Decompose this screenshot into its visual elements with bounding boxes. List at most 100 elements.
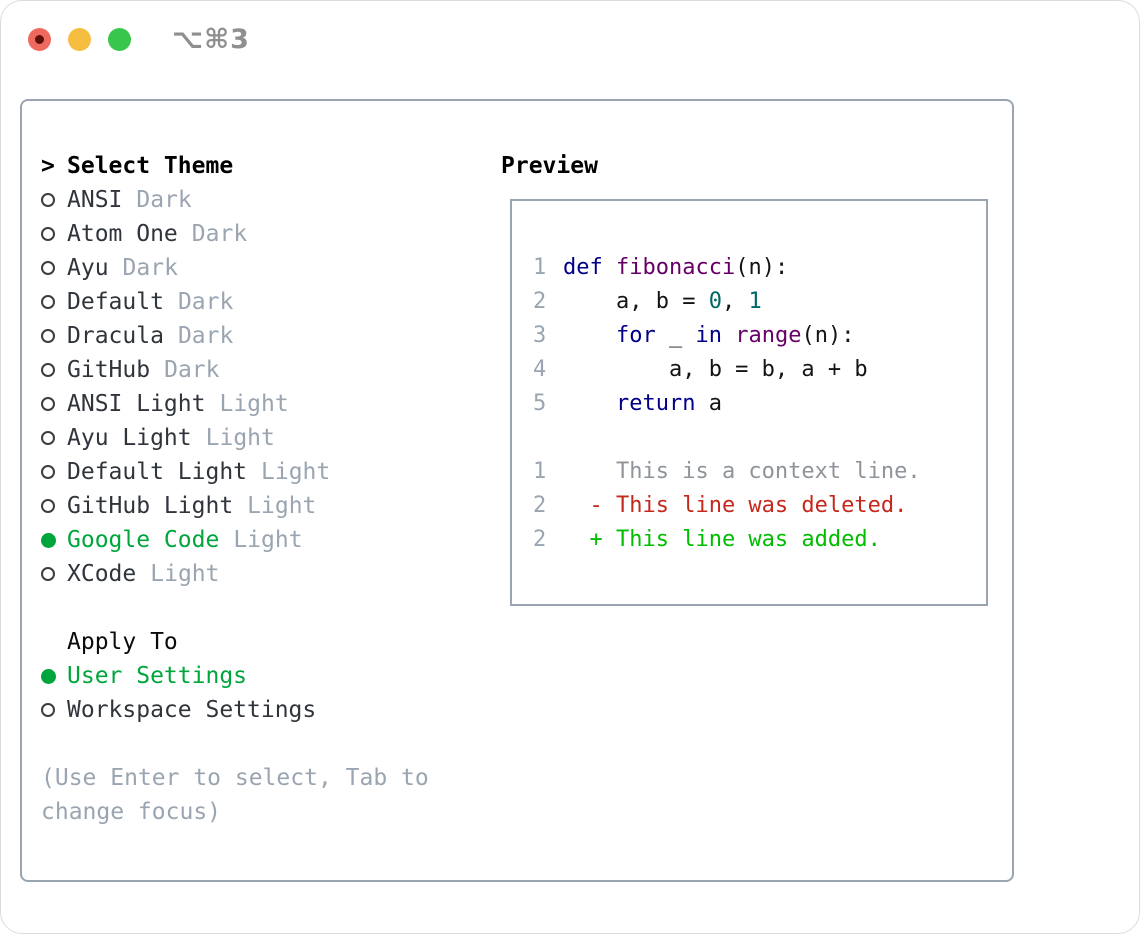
spacer xyxy=(41,591,471,625)
keyboard-hint: (Use Enter to select, Tab to change focu… xyxy=(41,765,429,825)
preview-line: 5 return a xyxy=(533,386,986,420)
code-token-pln xyxy=(563,323,616,348)
line-text: a, b = 0, 1 xyxy=(563,289,762,314)
theme-option-xcode-light[interactable]: XCode Light xyxy=(41,557,471,591)
theme-list-panel: > Select Theme ANSI Dark Atom One Dark A… xyxy=(41,149,471,829)
theme-variant: Dark xyxy=(164,357,220,383)
line-text: a, b = b, a + b xyxy=(563,357,868,382)
theme-variant: Dark xyxy=(177,289,234,315)
preview-line: 2 + This line was added. xyxy=(533,522,986,556)
code-token-pln xyxy=(563,391,616,416)
apply-to-header: Apply To xyxy=(41,625,471,659)
titlebar: ⌥⌘3 xyxy=(28,24,250,55)
code-token-pln: a, b = xyxy=(563,288,709,314)
code-token-pln: _ xyxy=(655,322,696,348)
apply-to-label: Apply To xyxy=(67,629,178,655)
radio-circle-icon xyxy=(41,397,55,411)
line-number: 2 xyxy=(533,526,547,552)
code-token-ctx: This is a context line. xyxy=(563,458,921,484)
radio-circle-icon xyxy=(41,703,55,717)
theme-option-ansi-light[interactable]: ANSI Light Light xyxy=(41,387,471,421)
theme-option-github-dark[interactable]: GitHub Dark xyxy=(41,353,471,387)
preview-line: 3 for _ in range(n): xyxy=(533,318,986,352)
line-text: return a xyxy=(563,391,722,416)
code-token-pln: (n): xyxy=(735,254,789,280)
minimize-button[interactable] xyxy=(68,27,91,51)
theme-option-default-light[interactable]: Default Light Light xyxy=(41,455,471,489)
code-token-typ: fibonacci xyxy=(615,254,736,280)
code-token-pln: (n): xyxy=(801,322,855,348)
radio-circle-icon xyxy=(41,668,56,684)
preview-line: 2 - This line was deleted. xyxy=(533,488,986,522)
line-text: for _ in range(n): xyxy=(563,323,854,348)
radio-circle-icon xyxy=(41,193,55,207)
line-number: 3 xyxy=(533,322,547,348)
theme-variant: Light xyxy=(150,561,220,587)
theme-name: Atom One xyxy=(67,221,178,247)
apply-option-label: Workspace Settings xyxy=(67,697,317,723)
code-token-pln: a xyxy=(695,390,722,416)
theme-option-default-dark[interactable]: Default Dark xyxy=(41,285,471,319)
radio-circle-icon xyxy=(41,295,55,309)
line-text: - This line was deleted. xyxy=(563,493,907,518)
code-token-kwd: for xyxy=(615,322,656,348)
focus-pointer-icon: > xyxy=(41,153,55,179)
code-token-lit: 0 xyxy=(708,288,722,314)
theme-name: Google Code xyxy=(67,527,220,553)
theme-variant: Light xyxy=(261,459,331,485)
line-text: This is a context line. xyxy=(563,459,921,484)
select-theme-label: Select Theme xyxy=(67,153,234,179)
theme-variant: Dark xyxy=(122,255,178,281)
theme-name: Ayu Light xyxy=(67,425,192,451)
radio-circle-icon xyxy=(41,431,55,445)
code-token-lit: 1 xyxy=(748,288,762,314)
theme-option-atom-one-dark[interactable]: Atom One Dark xyxy=(41,217,471,251)
theme-option-ayu-dark[interactable]: Ayu Dark xyxy=(41,251,471,285)
theme-variant: Dark xyxy=(191,221,248,247)
preview-line: 4 a, b = b, a + b xyxy=(533,352,986,386)
line-text: + This line was added. xyxy=(563,527,880,552)
preview-header: Preview xyxy=(501,153,598,179)
code-token-kwd: in xyxy=(695,322,722,348)
radio-circle-icon xyxy=(41,532,56,548)
theme-name: ANSI Light xyxy=(67,391,206,417)
theme-variant: Dark xyxy=(136,187,192,213)
select-theme-header: > Select Theme xyxy=(41,149,471,183)
theme-option-google-code-light[interactable]: Google Code Light xyxy=(41,523,471,557)
radio-circle-icon xyxy=(41,567,55,581)
tui-panel: > Select Theme ANSI Dark Atom One Dark A… xyxy=(20,99,1014,882)
close-button[interactable] xyxy=(28,27,51,51)
apply-option-workspace-settings[interactable]: Workspace Settings xyxy=(41,693,471,727)
preview-line: 1 This is a context line. xyxy=(533,454,986,488)
line-number: 1 xyxy=(533,458,547,484)
radio-circle-icon xyxy=(41,261,55,275)
zoom-button[interactable] xyxy=(108,27,131,51)
line-number: 2 xyxy=(533,492,547,518)
code-token-pln xyxy=(722,323,735,348)
preview-line xyxy=(533,420,986,454)
theme-option-github-light[interactable]: GitHub Light Light xyxy=(41,489,471,523)
preview-line: 2 a, b = 0, 1 xyxy=(533,284,986,318)
theme-name: ANSI xyxy=(67,187,123,213)
theme-name: Default Light xyxy=(67,459,248,485)
radio-circle-icon xyxy=(41,499,55,513)
theme-name: Default xyxy=(67,289,164,315)
theme-option-ansi-dark[interactable]: ANSI Dark xyxy=(41,183,471,217)
code-token-typ: range xyxy=(735,322,802,348)
theme-variant: Dark xyxy=(177,323,234,349)
apply-option-user-settings[interactable]: User Settings xyxy=(41,659,471,693)
theme-name: Dracula xyxy=(67,323,164,349)
line-number: 2 xyxy=(533,288,547,314)
radio-circle-icon xyxy=(41,227,55,241)
theme-option-dracula-dark[interactable]: Dracula Dark xyxy=(41,319,471,353)
theme-option-ayu-light[interactable]: Ayu Light Light xyxy=(41,421,471,455)
unsaved-dot-icon xyxy=(35,34,44,44)
code-token-kwd: return xyxy=(615,390,696,416)
radio-circle-icon xyxy=(41,329,55,343)
code-token-del: - This line was deleted. xyxy=(563,492,908,518)
line-number: 1 xyxy=(533,254,547,280)
code-token-pln: a, b = b, a + b xyxy=(563,356,868,382)
theme-variant: Light xyxy=(233,527,303,553)
